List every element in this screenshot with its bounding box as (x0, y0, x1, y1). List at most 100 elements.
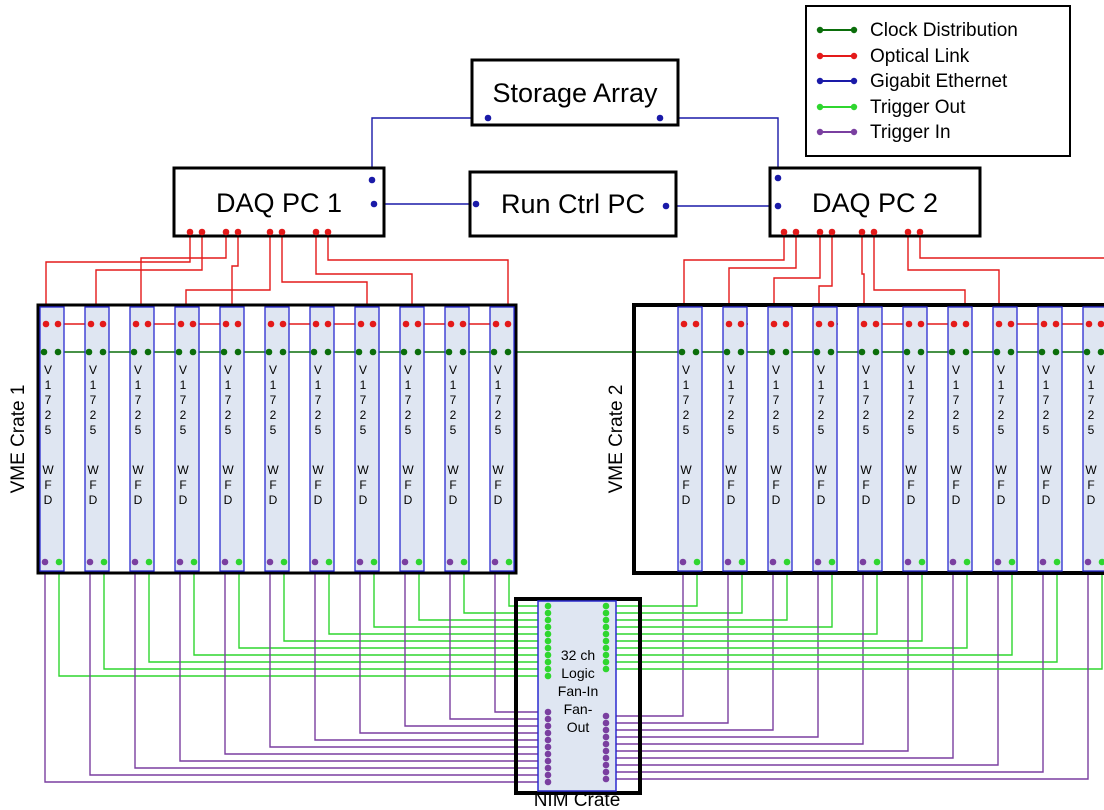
clock-dot (948, 348, 956, 356)
clock-dot (723, 348, 731, 356)
optical-module-dot (737, 320, 745, 328)
module-model-char: V (727, 363, 735, 377)
module-model-char: 7 (405, 393, 412, 407)
module-model-char: 1 (773, 378, 780, 392)
optical-pc-port-dot (816, 228, 824, 236)
daq-pc-1-box[interactable] (172, 166, 386, 238)
vme-crate-1-frame (36, 303, 518, 575)
module-model-char: 7 (863, 393, 870, 407)
storage-array-box[interactable] (470, 58, 680, 127)
module-model-char: 5 (45, 423, 52, 437)
clock-dot (490, 348, 498, 356)
module-type-char: W (680, 463, 692, 477)
optical-daq1-fiber-6 (281, 232, 368, 324)
trigger-out-module-dot (505, 558, 513, 566)
trigger-in-wire-crate1 (314, 562, 548, 741)
optical-module-dot (279, 320, 287, 328)
module-model-char: 2 (360, 408, 367, 422)
module-model-char: 7 (180, 393, 187, 407)
module-model-char: 7 (315, 393, 322, 407)
trigger-out-nim-dot (544, 672, 552, 680)
legend-label: Clock Distribution (870, 20, 1018, 41)
module-model-char: 1 (495, 378, 502, 392)
module-type-char: D (727, 493, 736, 507)
trigger-in-module-dot (904, 558, 912, 566)
vme-module-1-3 (129, 306, 155, 572)
trigger-out-module-dot (235, 558, 243, 566)
module-model-char: 1 (405, 378, 412, 392)
ethernet-port-dot (662, 202, 670, 210)
module-model-char: 1 (998, 378, 1005, 392)
clock-dot (279, 348, 287, 356)
trigger-in-module-dot (176, 558, 184, 566)
trigger-in-nim-dot (602, 775, 610, 783)
trigger-in-nim-dot (602, 740, 610, 748)
vme-module-1-4 (174, 306, 200, 572)
trigger-in-wire-crate2 (606, 562, 1089, 780)
optical-module-dot (87, 320, 95, 328)
trigger-out-nim-dot (544, 637, 552, 645)
module-type-char: D (682, 493, 691, 507)
vme-module-1-6 (264, 306, 290, 572)
module-type-char: D (314, 493, 323, 507)
module-type-char: W (87, 463, 99, 477)
module-model-char: 5 (998, 423, 1005, 437)
trigger-in-nim-dot (602, 733, 610, 741)
trigger-out-nim-dot (602, 609, 610, 617)
trigger-out-wire-crate2 (606, 562, 968, 649)
trigger-out-wire-crate1 (283, 562, 548, 642)
module-type-char: W (312, 463, 324, 477)
clock-dot (310, 348, 318, 356)
module-model-char: 5 (90, 423, 97, 437)
optical-module-dot (177, 320, 185, 328)
module-model-char: 5 (863, 423, 870, 437)
trigger-in-wire-crate1 (179, 562, 548, 762)
module-model-char: V (997, 363, 1005, 377)
optical-daq1-fiber-3 (140, 232, 227, 324)
module-model-char: 2 (405, 408, 412, 422)
module-model-char: 1 (1088, 378, 1095, 392)
nim-module-line-1: 32 ch (561, 647, 595, 663)
daq-pc-2-box[interactable] (768, 166, 982, 238)
module-type-char: F (449, 478, 456, 492)
trigger-out-wire-crate2 (606, 562, 743, 614)
clock-dot (355, 348, 363, 356)
module-model-char: 1 (135, 378, 142, 392)
optical-module-dot (872, 320, 880, 328)
module-model-char: 7 (360, 393, 367, 407)
optical-module-dot (132, 320, 140, 328)
optical-module-dot (54, 320, 62, 328)
module-type-char: D (997, 493, 1006, 507)
module-model-char: 5 (360, 423, 367, 437)
optical-module-dot (782, 320, 790, 328)
module-type-char: F (89, 478, 96, 492)
module-model-char: 7 (773, 393, 780, 407)
trigger-out-nim-dot (602, 630, 610, 638)
trigger-in-module-dot (1084, 558, 1092, 566)
ethernet-port-dot (368, 176, 376, 184)
trigger-in-module-dot (859, 558, 867, 566)
optical-pc-port-dot (278, 228, 286, 236)
trigger-out-wire-crate2 (606, 562, 1103, 670)
trigger-out-wire-crate2 (606, 562, 698, 607)
module-model-char: V (1042, 363, 1050, 377)
trigger-in-nim-dot (544, 715, 552, 723)
daq-pc-2-label: DAQ PC 2 (812, 188, 938, 218)
vme-module-2-7 (947, 306, 973, 572)
clock-dot (175, 348, 183, 356)
clock-dot (99, 348, 107, 356)
trigger-out-nim-dot (602, 644, 610, 652)
optical-pc-port-dot (266, 228, 274, 236)
module-model-char: 2 (908, 408, 915, 422)
trigger-out-wire-crate2 (606, 562, 1058, 663)
trigger-out-nim-dot (602, 637, 610, 645)
legend-swatch-dot-left (816, 26, 824, 34)
module-type-char: F (997, 478, 1004, 492)
optical-module-dot (995, 320, 1003, 328)
clock-dot (144, 348, 152, 356)
run-ctrl-pc-box[interactable] (468, 170, 678, 238)
module-model-char: V (952, 363, 960, 377)
module-model-char: 5 (225, 423, 232, 437)
